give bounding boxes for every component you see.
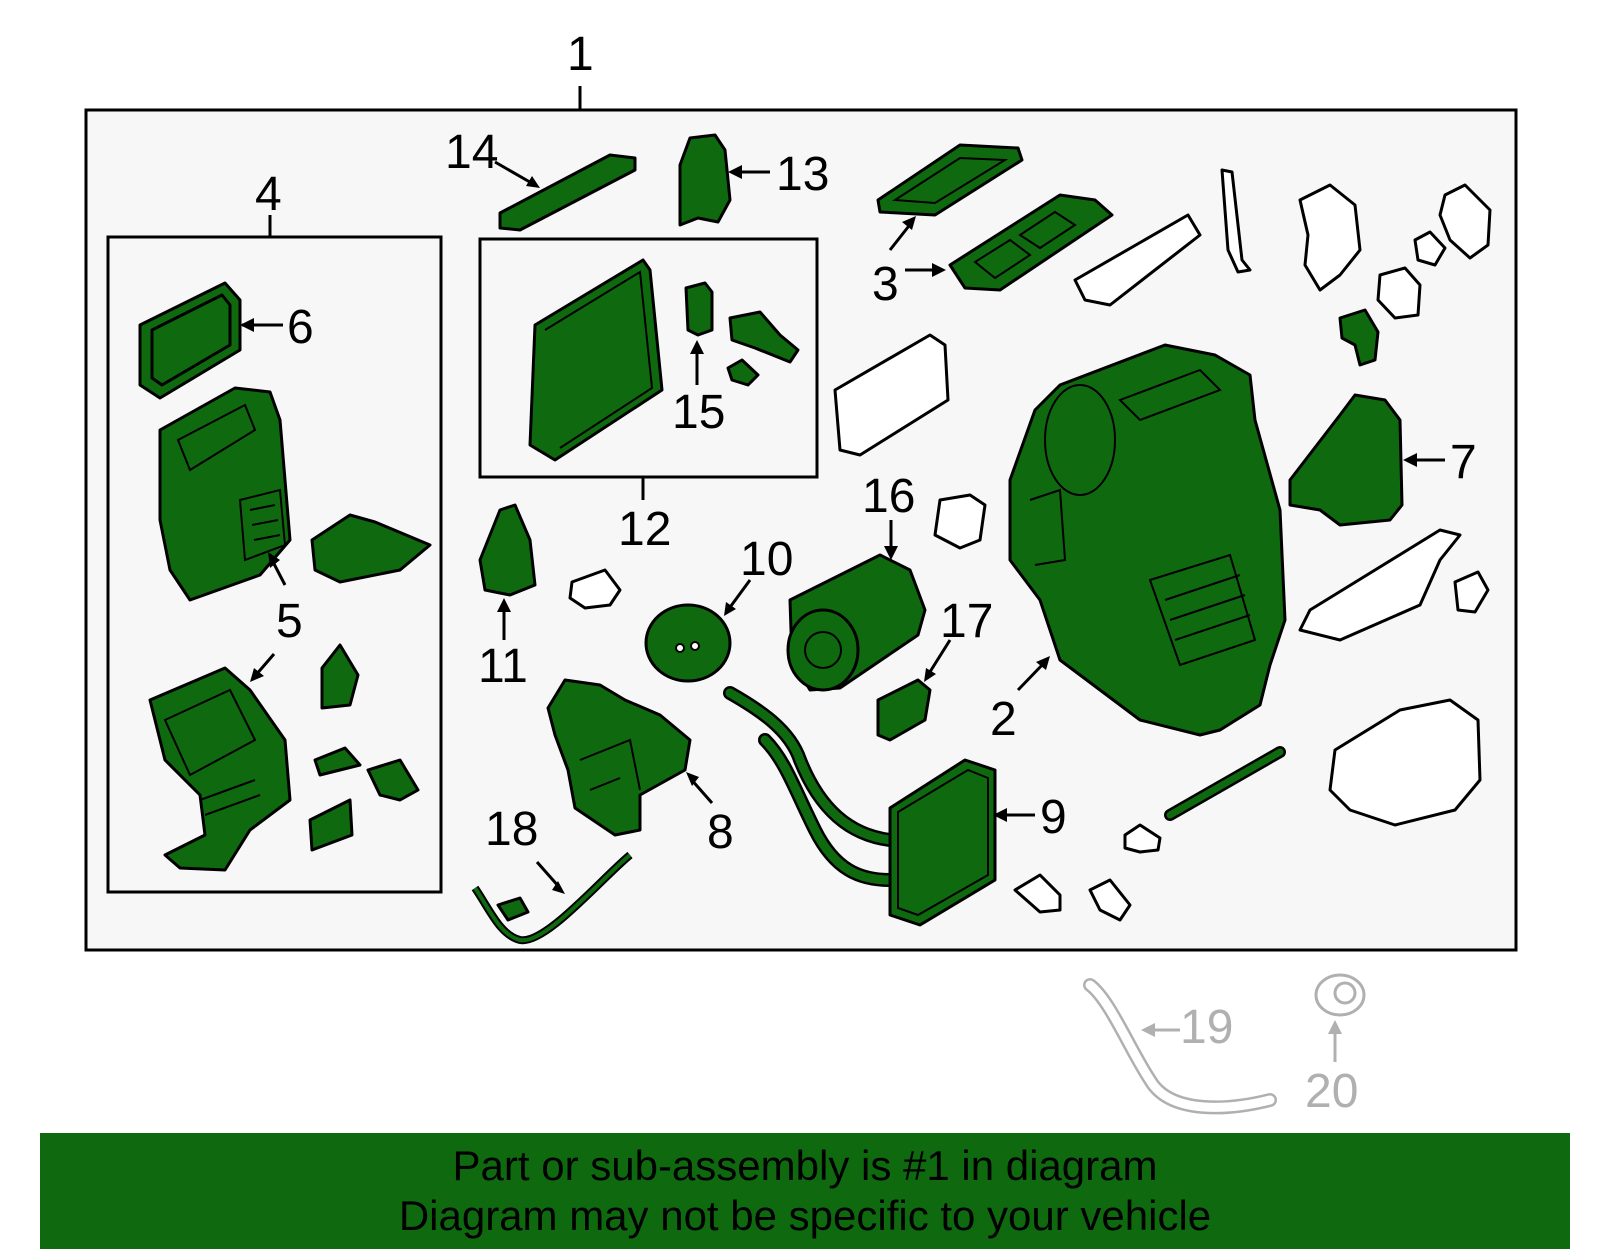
part-7-actuator-bracket[interactable] [1288,393,1404,527]
callout-9: 9 [1040,791,1067,844]
callout-16-arrowhead [884,546,898,560]
part-8-lower-duct[interactable] [546,678,692,837]
part-2-heater-case[interactable] [1008,343,1287,737]
part-14-seal-strip[interactable] [498,153,637,232]
banner-line-2: Diagram may not be specific to your vehi… [398,1192,1212,1239]
callout-2-arrowhead [1036,656,1050,670]
part-6-filter-cover[interactable] [138,281,242,400]
part-18-wire-harness[interactable] [471,851,633,945]
callout-17: 17 [940,595,993,648]
callout-2: 2 [990,693,1017,746]
green-seal-rod[interactable] [1164,746,1286,821]
callout-20: 20 [1305,1065,1358,1118]
bracket-outline-parts [568,168,1492,922]
callout-11: 11 [478,640,528,693]
part-3-seal-lower[interactable] [948,193,1114,292]
part-11-duct-cover[interactable] [478,503,537,597]
callout-18-arrowhead [552,881,565,894]
callout-15: 15 [672,386,725,439]
part-13-duct-elbow[interactable] [678,133,732,227]
callout-10-arrow [726,579,752,611]
subassembly-4-frame [106,235,443,894]
callout-8: 8 [707,806,734,859]
callout-20-arrowhead [1328,1020,1342,1034]
part-15-expansion-valve[interactable] [684,281,800,387]
callout-19-arrowhead [1141,1023,1155,1037]
callout-3-arrowhead-upper [902,216,916,230]
callout-17-arrowhead [924,668,936,682]
part-19-drain-hose[interactable] [1083,978,1277,1115]
callout-18: 18 [485,803,538,856]
callout-16: 16 [862,470,915,523]
callout-9-arrowhead [993,808,1007,822]
callout-14-arrowhead [526,176,540,188]
callout-8-arrowhead [686,772,699,786]
part-16-blower-motor[interactable] [786,553,927,692]
callout-3-arrowhead-lower [932,263,946,277]
part-5-small-housing[interactable] [310,513,432,584]
callout-1: 1 [567,28,594,81]
part-9-heater-core[interactable] [723,686,997,927]
callout-6-arrowhead [240,318,254,332]
callout-11-arrowhead [497,598,511,612]
part-17-blower-resistor[interactable] [876,678,932,742]
part-12-evaporator-core[interactable] [528,258,664,462]
part-3-seal-upper[interactable] [876,143,1024,217]
part-5-duct-housing[interactable] [148,666,292,872]
callout-6: 6 [287,301,314,354]
callout-18-arrow [535,861,562,889]
callout-12: 12 [618,503,671,556]
disclaimer-banner: Part or sub-assembly is #1 in diagram Di… [40,1133,1570,1249]
part-20-grommet[interactable] [1314,973,1366,1017]
callout-5a-arrowhead [268,552,280,568]
callout-5a: 5 [276,595,303,648]
callout-13: 13 [776,148,829,201]
part-5-small-pieces[interactable] [308,643,420,852]
part-10-blower-wheel[interactable] [644,603,732,683]
callout-7-arrowhead [1403,453,1417,467]
small-green-clip[interactable] [1338,308,1380,367]
callout-10-arrowhead [724,602,736,616]
callout-17-arrow [926,639,952,676]
callout-2-arrow [1016,660,1047,692]
banner-line-1: Part or sub-assembly is #1 in diagram [452,1142,1158,1189]
callout-10: 10 [740,533,793,586]
callout-7: 7 [1450,436,1477,489]
callout-15-arrowhead [690,340,704,354]
callout-14-arrow [494,160,536,187]
callout-14: 14 [445,126,498,179]
callout-13-arrowhead [728,165,742,179]
callout-3: 3 [872,258,899,311]
callout-5b-arrowhead [250,668,264,682]
callout-19: 19 [1180,1001,1233,1054]
subassembly-12-frame [478,237,819,479]
part-5-intake-housing[interactable] [158,386,292,602]
callout-4: 4 [255,168,282,221]
